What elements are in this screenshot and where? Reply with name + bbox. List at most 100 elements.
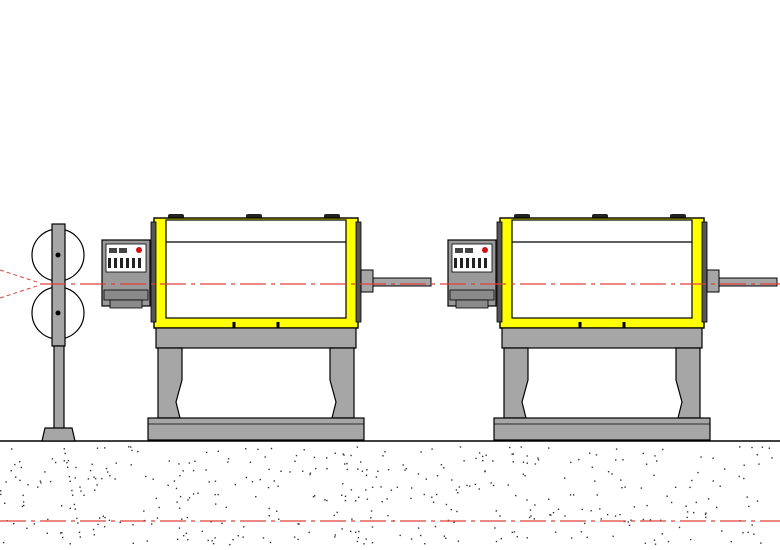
ground-speckle: [62, 536, 64, 539]
ground-speckle: [716, 506, 718, 509]
ground-speckle: [642, 452, 644, 455]
ground-speckle: [60, 532, 62, 534]
ground-speckle: [771, 457, 773, 459]
ground-speckle: [704, 513, 707, 516]
machine-1: [100, 212, 433, 442]
ground-speckle: [351, 518, 353, 520]
ground-speckle: [743, 464, 745, 466]
ground-speckle: [22, 501, 25, 503]
ground-speckle: [507, 484, 509, 486]
ground-speckle: [387, 469, 390, 471]
ground-speckle: [47, 518, 49, 521]
ground-speckle: [445, 537, 447, 539]
ground-speckle: [366, 469, 368, 471]
ground-speckle: [758, 463, 760, 465]
ground-speckle: [79, 486, 81, 488]
ground-speckle: [19, 461, 21, 463]
ground-speckle: [410, 538, 413, 540]
ground-speckle: [64, 452, 66, 455]
ground-speckle: [371, 486, 374, 488]
ground-speckle: [94, 477, 97, 480]
ground-speckle: [753, 533, 755, 535]
ground-speckle: [365, 489, 367, 491]
ground-speckle: [205, 451, 208, 454]
ground-speckle: [312, 496, 315, 498]
ground-speckle: [69, 507, 71, 509]
ground-speckle: [580, 531, 583, 533]
stand-post-head: [51, 223, 66, 347]
ground-speckle: [739, 446, 741, 448]
stand-post: [53, 345, 65, 433]
ground-speckle: [526, 537, 528, 539]
ground-speckle: [101, 477, 103, 480]
ground-speckle: [131, 449, 133, 452]
ground-speckle: [268, 515, 270, 517]
ground-speckle: [511, 453, 513, 455]
ground-speckle: [186, 516, 189, 519]
ground-speckle: [324, 499, 326, 501]
ground-speckle: [443, 535, 445, 537]
ground-speckle: [27, 484, 29, 486]
ground-speckle: [564, 477, 566, 479]
ground-speckle: [653, 474, 655, 476]
ground-speckle: [197, 492, 199, 494]
ground-speckle: [105, 467, 108, 470]
ground-speckle: [386, 498, 388, 500]
ground-speckle: [74, 477, 76, 479]
ground-speckle: [212, 542, 215, 545]
ground-speckle: [51, 458, 54, 460]
ground-speckle: [490, 482, 492, 484]
ground-speckle: [410, 497, 412, 500]
ground-speckle: [458, 486, 460, 488]
ground-speckle: [615, 448, 618, 450]
ground-speckle: [417, 473, 420, 475]
ground-speckle: [666, 495, 668, 497]
ground-speckle: [356, 540, 359, 543]
ground-speckle: [495, 540, 498, 543]
ground-speckle: [183, 535, 185, 537]
ground-speckle: [615, 459, 617, 461]
ground-speckle: [156, 517, 159, 519]
ground-speckle: [237, 535, 239, 537]
ground-speckle: [436, 475, 439, 477]
ground-speckle: [343, 454, 345, 456]
ground-speckle: [350, 489, 353, 491]
ground-speckle: [440, 464, 443, 466]
ground-speckle: [457, 492, 459, 494]
ground-speckle: [208, 481, 210, 483]
ground-speckle: [178, 463, 180, 465]
ground-speckle: [431, 496, 433, 498]
ground-speckle: [495, 510, 497, 512]
ground-speckle: [79, 536, 81, 538]
ground-speckle: [217, 450, 219, 452]
ground-speckle: [381, 501, 383, 503]
ground-speckle: [336, 511, 338, 514]
ground-speckle: [526, 462, 528, 464]
ground-speckle: [596, 494, 598, 496]
ground-speckle: [627, 521, 629, 523]
ground-speckle: [595, 454, 598, 456]
ground-speckle: [469, 485, 471, 487]
ground-speckle: [524, 475, 526, 477]
beam-line-upper: [0, 269, 41, 284]
ground-speckle: [188, 497, 191, 499]
ground-speckle: [742, 532, 744, 534]
ground-speckle: [342, 453, 344, 455]
ground-speckle: [516, 536, 518, 538]
ground-speckle: [109, 475, 111, 477]
ground-speckle: [500, 538, 502, 540]
ground-speckle: [748, 505, 750, 508]
ground-speckle: [396, 486, 399, 488]
ground-speckle: [390, 489, 393, 491]
ground-speckle: [423, 493, 425, 496]
ground-speckle: [276, 510, 278, 512]
ground-speckle: [534, 504, 536, 506]
ground-speckle: [357, 537, 360, 539]
ground-speckle: [455, 489, 458, 491]
ground-speckle: [309, 472, 312, 474]
ground-speckle: [315, 467, 317, 470]
ground-speckle: [375, 476, 378, 478]
ground-speckle: [534, 463, 537, 465]
ground-speckle: [674, 486, 677, 488]
ground-speckle: [68, 475, 71, 478]
